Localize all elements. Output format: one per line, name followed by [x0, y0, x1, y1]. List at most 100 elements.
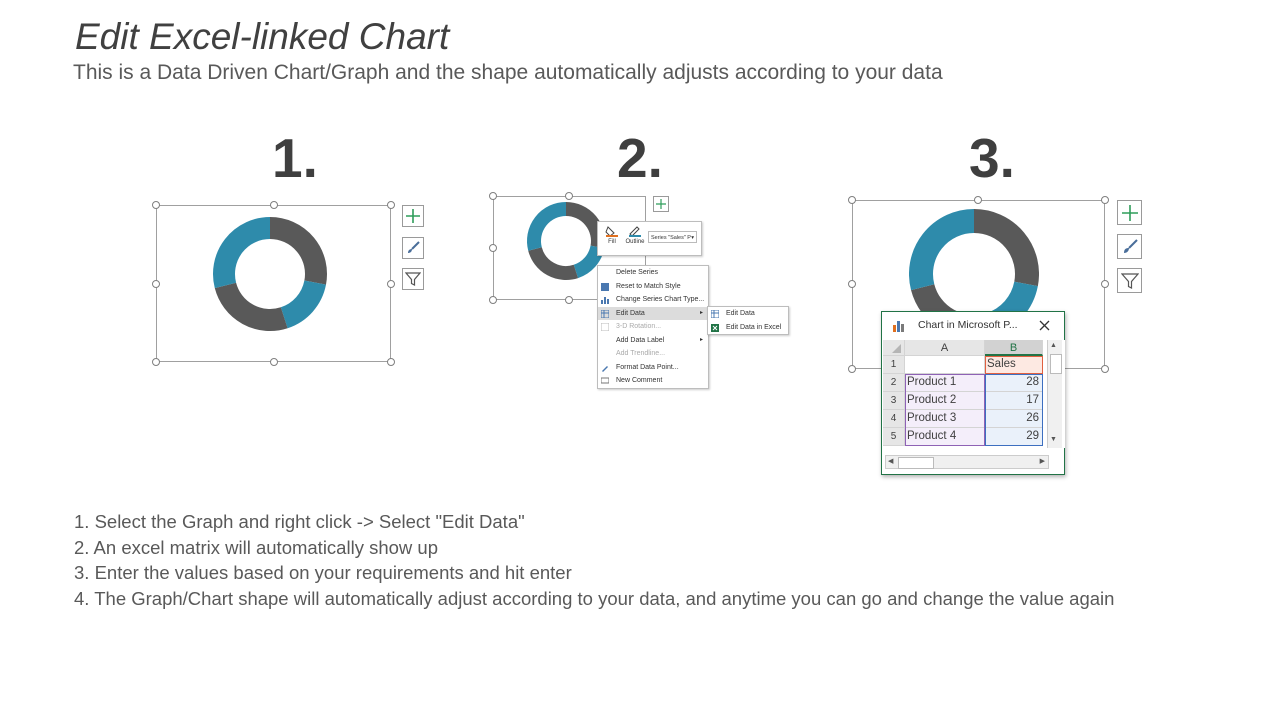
- donut-slice-1[interactable]: [973, 209, 1039, 287]
- scrollbar-thumb[interactable]: [898, 457, 934, 469]
- scrollbar-thumb[interactable]: [1050, 354, 1062, 374]
- row-header[interactable]: 3: [883, 392, 905, 410]
- donut-slice-4[interactable]: [527, 202, 567, 251]
- menu-item-add-trendline[interactable]: Add Trendline...: [598, 347, 708, 361]
- menu-item-3d-rotation[interactable]: 3-D Rotation...: [598, 320, 708, 334]
- resize-handle[interactable]: [489, 244, 497, 252]
- instruction-step-2: 2. An excel matrix will automatically sh…: [74, 536, 438, 558]
- outline-button[interactable]: Outline: [624, 225, 646, 245]
- menu-item-label: Change Series Chart Type...: [616, 296, 705, 303]
- donut-slice-4[interactable]: [213, 217, 271, 289]
- pen-outline-icon: [629, 226, 641, 237]
- horizontal-scrollbar[interactable]: ◀ ▶: [885, 455, 1049, 469]
- column-header-b[interactable]: B: [985, 340, 1043, 356]
- chart-styles-button[interactable]: [1117, 234, 1142, 259]
- cell-a5[interactable]: Product 4: [905, 428, 985, 446]
- cell-b1[interactable]: Sales: [985, 356, 1043, 374]
- menu-item-new-comment[interactable]: New Comment: [598, 374, 708, 388]
- donut-slice-3[interactable]: [214, 282, 288, 331]
- resize-handle[interactable]: [270, 358, 278, 366]
- chart-bar-icon: [893, 321, 904, 332]
- donut-slice-1[interactable]: [269, 217, 327, 285]
- chevron-right-icon: ▸: [699, 309, 703, 316]
- chart-elements-button[interactable]: [1117, 200, 1142, 225]
- chart-elements-button[interactable]: [653, 196, 669, 212]
- close-icon[interactable]: [1039, 320, 1050, 331]
- scroll-left-icon[interactable]: ◀: [888, 458, 894, 465]
- select-all-corner[interactable]: [883, 340, 905, 356]
- submenu-item-edit-in-excel[interactable]: Edit Data in Excel: [708, 321, 788, 335]
- resize-handle[interactable]: [1101, 280, 1109, 288]
- plus-icon: [656, 199, 666, 209]
- resize-handle[interactable]: [848, 196, 856, 204]
- chart-styles-button[interactable]: [402, 237, 424, 259]
- donut-slice-3[interactable]: [528, 246, 579, 280]
- cell-b4[interactable]: 26: [985, 410, 1043, 428]
- scroll-up-icon[interactable]: ▲: [1050, 342, 1057, 349]
- series-select-value: Series "Sales" P: [651, 235, 691, 241]
- cell-a4[interactable]: Product 3: [905, 410, 985, 428]
- series-select-dropdown[interactable]: Series "Sales" P ▾: [648, 231, 697, 243]
- chart-filters-button[interactable]: [1117, 268, 1142, 293]
- resize-handle[interactable]: [489, 296, 497, 304]
- scroll-right-icon[interactable]: ▶: [1039, 458, 1045, 465]
- submenu-item-edit-data[interactable]: Edit Data: [708, 307, 788, 321]
- resize-handle[interactable]: [848, 365, 856, 373]
- plus-icon: [1121, 204, 1138, 221]
- donut-slice-4[interactable]: [909, 209, 975, 291]
- corner-triangle-icon: [892, 344, 901, 353]
- row-header[interactable]: 1: [883, 356, 905, 374]
- resize-handle[interactable]: [387, 358, 395, 366]
- chevron-right-icon: ▸: [699, 336, 703, 343]
- cell-b2[interactable]: 28: [985, 374, 1043, 392]
- chart-filters-button[interactable]: [402, 268, 424, 290]
- resize-handle[interactable]: [1101, 196, 1109, 204]
- fill-button[interactable]: Fill: [602, 225, 622, 245]
- resize-handle[interactable]: [270, 201, 278, 209]
- fill-label: Fill: [608, 239, 616, 245]
- edit-data-submenu: Edit Data Edit Data in Excel: [707, 306, 789, 335]
- resize-handle[interactable]: [152, 358, 160, 366]
- resize-handle[interactable]: [565, 296, 573, 304]
- resize-handle[interactable]: [848, 280, 856, 288]
- donut-chart-2[interactable]: [526, 201, 606, 281]
- table-icon: [711, 310, 719, 318]
- row-header[interactable]: 2: [883, 374, 905, 392]
- donut-slice-1[interactable]: [565, 202, 605, 249]
- menu-item-label: Edit Data: [726, 310, 755, 317]
- resize-handle[interactable]: [152, 201, 160, 209]
- resize-handle[interactable]: [387, 280, 395, 288]
- menu-item-label: Reset to Match Style: [616, 282, 681, 290]
- resize-handle[interactable]: [387, 201, 395, 209]
- donut-slice-2[interactable]: [280, 279, 326, 329]
- delete-icon: [601, 269, 609, 277]
- donut-chart-1[interactable]: [210, 214, 330, 334]
- resize-handle[interactable]: [152, 280, 160, 288]
- row-header[interactable]: 5: [883, 428, 905, 446]
- cell-b3[interactable]: 17: [985, 392, 1043, 410]
- resize-handle[interactable]: [974, 196, 982, 204]
- menu-item-edit-data[interactable]: Edit Data▸: [598, 306, 708, 320]
- scroll-down-icon[interactable]: ▼: [1050, 436, 1057, 443]
- menu-item-format-data-point[interactable]: Format Data Point...: [598, 361, 708, 375]
- column-header-a[interactable]: A: [905, 340, 985, 356]
- menu-item-reset-style[interactable]: Reset to Match Style: [598, 280, 708, 294]
- resize-handle[interactable]: [565, 192, 573, 200]
- menu-item-add-data-label[interactable]: Add Data Label▸: [598, 334, 708, 348]
- menu-item-label: Add Trendline...: [616, 350, 666, 357]
- plus-icon: [406, 209, 420, 223]
- vertical-scrollbar[interactable]: ▲ ▼: [1047, 340, 1062, 448]
- slide-subtitle: This is a Data Driven Chart/Graph and th…: [73, 61, 943, 84]
- row-header[interactable]: 4: [883, 410, 905, 428]
- resize-handle[interactable]: [489, 192, 497, 200]
- menu-item-delete-series[interactable]: Delete Series: [598, 266, 708, 280]
- cell-a3[interactable]: Product 2: [905, 392, 985, 410]
- donut-slice-2[interactable]: [573, 245, 605, 279]
- menu-item-change-chart-type[interactable]: Change Series Chart Type...: [598, 293, 708, 307]
- cell-a1[interactable]: [905, 356, 985, 374]
- cell-a2[interactable]: Product 1: [905, 374, 985, 392]
- cell-b5[interactable]: 29: [985, 428, 1043, 446]
- chart-elements-button[interactable]: [402, 205, 424, 227]
- rotation-icon: [601, 323, 609, 331]
- resize-handle[interactable]: [1101, 365, 1109, 373]
